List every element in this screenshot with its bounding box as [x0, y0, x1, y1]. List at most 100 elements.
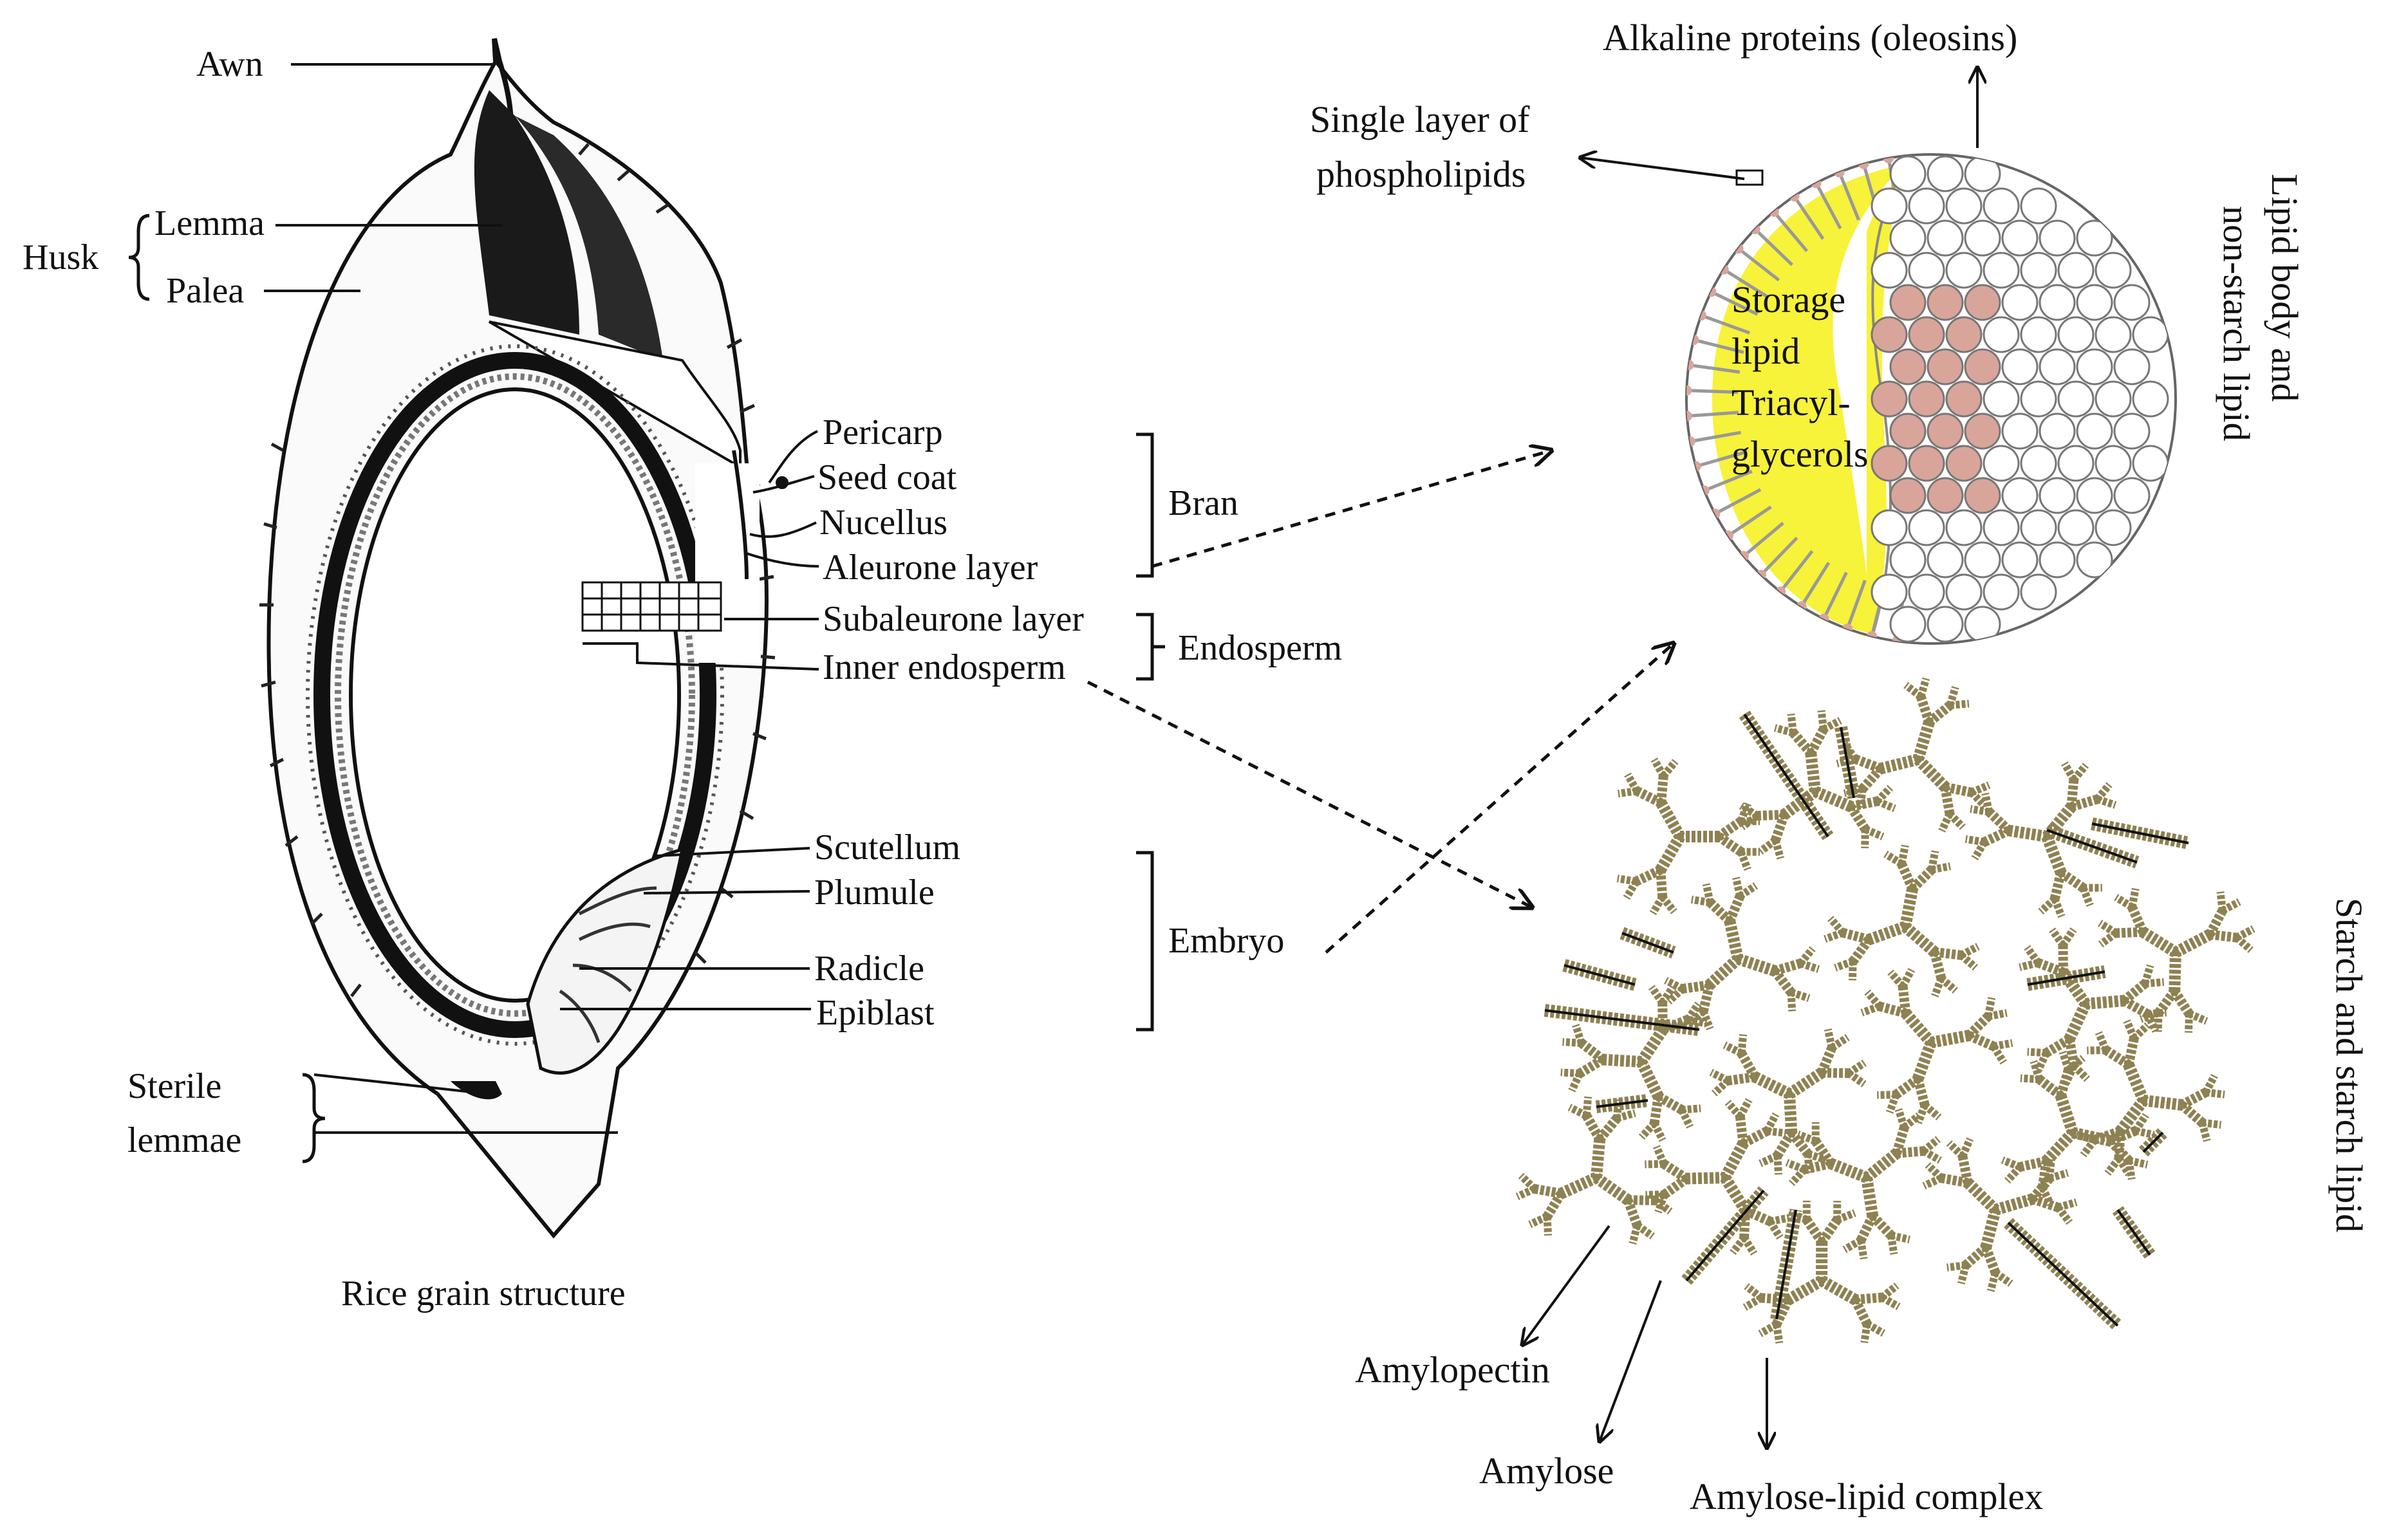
- oleosin-cell: [2076, 348, 2113, 385]
- amylopectin-branch: [1623, 1198, 1642, 1227]
- oleosin-cell: [1927, 412, 1964, 450]
- oleosin-cell: [2076, 541, 2113, 579]
- amylopectin-branch: [2036, 958, 2066, 977]
- amylopectin-branch: [1898, 986, 1911, 1014]
- amylopectin-branch: [2170, 988, 2194, 1017]
- amylopectin-branch: [1518, 1172, 1538, 1192]
- amylopectin-branch: [1930, 862, 1951, 874]
- amylopectin-branch: [1649, 1095, 1663, 1124]
- amylopectin-branch: [1854, 1292, 1883, 1305]
- sterile-lemmae-shape: [451, 1081, 502, 1100]
- amylopectin-branch: [1649, 894, 1666, 916]
- amylopectin-branch: [1636, 1026, 1668, 1065]
- amylopectin-branch: [1851, 1297, 1872, 1326]
- amylopectin-branch: [1878, 1001, 1907, 1018]
- grain-labels: Awn Husk Lemma Palea Pericarp Seed coat …: [23, 44, 1342, 1313]
- label-subaleurone: Subaleurone layer: [823, 599, 1084, 639]
- oleosin-cell: [1964, 412, 2001, 450]
- phospholipid-tail: [1779, 550, 1814, 593]
- amylopectin-branch: [1616, 1109, 1636, 1122]
- embryo-detail: [559, 886, 657, 1043]
- amylopectin-branch: [1880, 1293, 1901, 1310]
- amylopectin-branch: [1914, 755, 1950, 792]
- amylopectin-branch: [1899, 968, 1916, 988]
- amylopectin-branch: [2140, 927, 2179, 958]
- amylopectin-branch: [1602, 1053, 1642, 1068]
- amylopectin-branch: [1803, 1158, 1832, 1174]
- amylopectin-branch: [1771, 813, 1789, 842]
- lipid-core-line4: glycerols: [1731, 433, 1869, 475]
- amylopectin-branch: [1706, 899, 1733, 925]
- amylopectin-branch: [2131, 1022, 2151, 1041]
- amylopectin-branch: [1629, 1224, 1641, 1245]
- amylopectin-branch: [2064, 1001, 2091, 1042]
- oleosin-cell: [2039, 541, 2076, 579]
- amylopectin-branch: [1938, 811, 1954, 833]
- oleosin-cell: [2020, 380, 2057, 418]
- amylopectin-branch: [2048, 1169, 2069, 1182]
- oleosin-cell: [2039, 219, 2076, 257]
- amylopectin-branch: [1805, 752, 1821, 793]
- amylopectin-branch: [1930, 1030, 1970, 1048]
- amylopectin-branch: [1627, 1195, 1656, 1205]
- amylopectin-branch: [1682, 980, 1710, 994]
- amylopectin-branch: [1822, 717, 1842, 733]
- oleosin-cell: [1983, 509, 2020, 546]
- amylopectin-branch: [2121, 979, 2149, 1005]
- lipid-strand: [2116, 1209, 2151, 1256]
- oleosin-cell: [2039, 477, 2076, 514]
- amylopectin-branch: [1829, 1033, 1850, 1052]
- aleurone-ring: [313, 352, 716, 1038]
- amylopectin-branch: [1811, 1138, 1835, 1167]
- oleosin-cell: [1964, 477, 2001, 514]
- phospholipid-tail: [1822, 571, 1848, 620]
- lipid-strand: [1685, 1189, 1765, 1282]
- amylopectin-branch: [1860, 1323, 1871, 1344]
- pericarp-ring: [306, 344, 724, 1046]
- amylopectin-branch: [1834, 958, 1854, 972]
- phospholipid-tail: [1686, 411, 1739, 418]
- oleosin-cell: [1889, 219, 1927, 257]
- amylopectin-branch: [1993, 1193, 2035, 1216]
- amylopectin-branch: [1715, 817, 1744, 841]
- oleosin-cell: [2095, 445, 2132, 482]
- oleosin-cell: [1871, 187, 1908, 225]
- husk-hairs: [259, 143, 776, 997]
- amylopectin-branch: [1835, 1209, 1856, 1224]
- oleosin-cell: [2095, 316, 2132, 353]
- amylopectin-branch: [1766, 1219, 1784, 1240]
- amylopectin-branch: [1896, 1146, 1925, 1158]
- amylopectin-branch: [2128, 887, 2140, 908]
- amylopectin-branch: [1966, 1031, 1996, 1051]
- amylopectin-branch: [1912, 1040, 1937, 1081]
- oleosin-cell: [1889, 541, 1927, 579]
- amylopectin-branch: [1879, 754, 1920, 775]
- phospholipid-tail: [1714, 488, 1762, 515]
- amylopectin-branch: [2104, 1156, 2122, 1176]
- amylopectin-branch: [1616, 875, 1637, 885]
- amylopectin-branch: [1934, 947, 1962, 960]
- oleosin-cell: [1945, 316, 1983, 353]
- amylopectin-branch: [1784, 1093, 1798, 1133]
- amylopectin-branch: [1758, 1320, 1778, 1337]
- amylopectin-branch: [1785, 1275, 1825, 1305]
- side-label-lipid-1: Lipid body and: [2264, 174, 2306, 402]
- amylopectin-branch: [2205, 908, 2227, 937]
- amylopectin-branch: [1909, 866, 1936, 893]
- amylopectin-branch: [2030, 1060, 2044, 1081]
- palea-fold: [515, 116, 663, 360]
- amylopectin-branch: [1921, 1147, 1942, 1164]
- amylopectin-branch: [2095, 1031, 2110, 1052]
- amylopectin-branch: [2066, 779, 2079, 808]
- amylopectin-branch: [1901, 1112, 1922, 1131]
- oleosin-cell: [1908, 252, 1945, 289]
- amylopectin-branch: [1940, 786, 1955, 815]
- oleosin-cell: [1871, 509, 1908, 546]
- oleosin-cell: [2113, 284, 2151, 321]
- amylopectin-branch: [1736, 953, 1777, 977]
- endosperm-bracket: [1136, 613, 1165, 681]
- amylopectin-branch: [1656, 800, 1685, 840]
- amylopectin-branch: [1817, 1046, 1836, 1075]
- oleosin-cell: [2076, 219, 2113, 257]
- amylopectin-branch: [1678, 1108, 1694, 1129]
